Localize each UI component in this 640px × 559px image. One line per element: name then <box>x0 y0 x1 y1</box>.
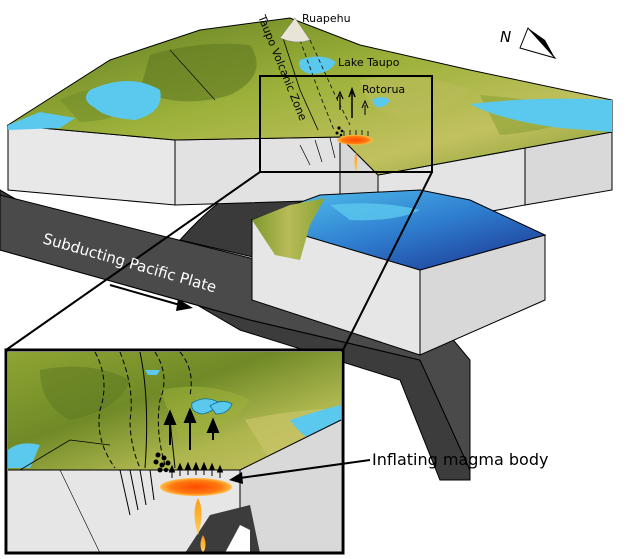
plate-motion-arrow <box>109 284 193 311</box>
north-label: N <box>500 28 511 46</box>
north-arrow-icon: N <box>500 27 557 59</box>
uplift-arrows <box>163 407 220 450</box>
lake-taupo-water <box>299 56 336 74</box>
seismicity-cluster <box>153 452 171 473</box>
magma-dike <box>194 498 202 535</box>
offshore-block <box>250 189 547 356</box>
label-lake-taupo: Lake Taupo <box>338 56 400 69</box>
zoom-region-box <box>259 75 433 173</box>
rotorua-lake-water <box>372 97 390 108</box>
zoom-connector-right <box>342 171 433 351</box>
ruapehu-peak <box>279 17 311 43</box>
zoom-connector-left <box>5 171 261 351</box>
magma-pointer-arrow <box>229 459 371 484</box>
inset-panel <box>4 348 345 555</box>
inflating-magma-body <box>160 478 232 496</box>
label-rotorua: Rotorua <box>362 83 405 96</box>
inset-rotorua-lake <box>191 398 219 415</box>
label-ruapehu: Ruapehu <box>302 12 351 25</box>
label-inflating-magma-body: Inflating magma body <box>372 450 548 469</box>
